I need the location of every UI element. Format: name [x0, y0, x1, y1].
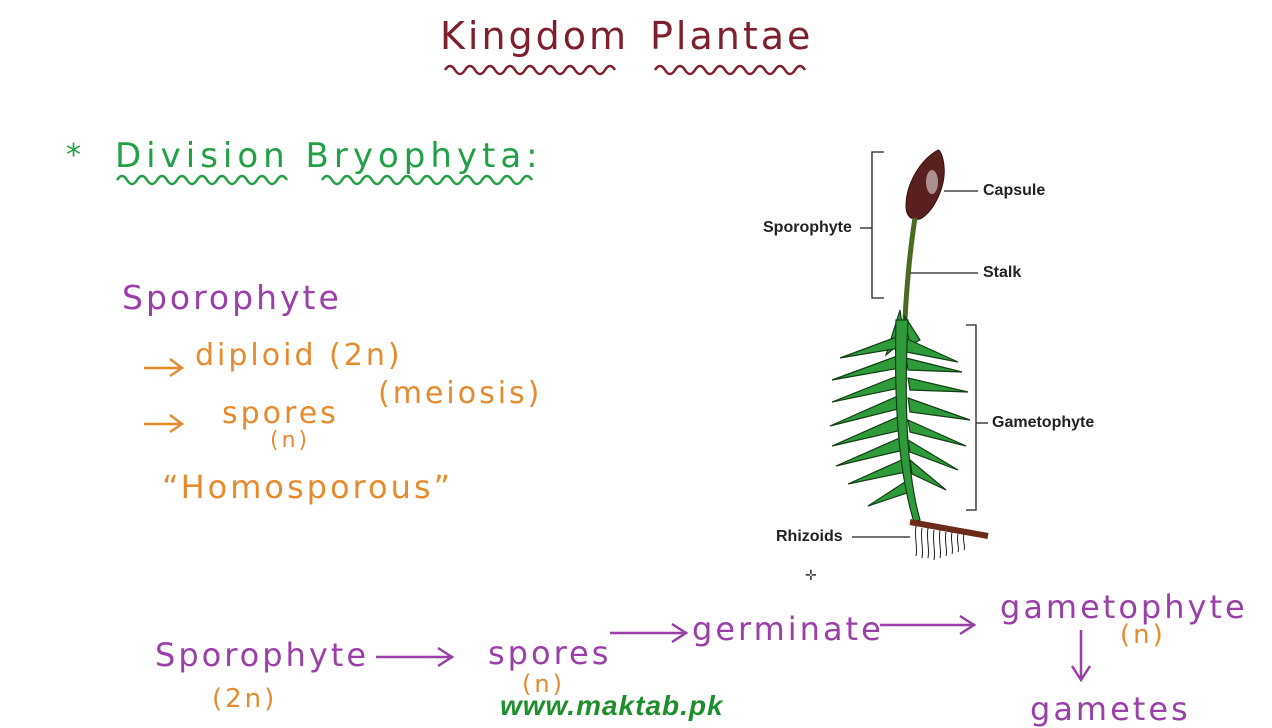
moss-diagram	[829, 149, 989, 561]
rhizome	[909, 519, 989, 539]
cycle-sporophyte: Sporophyte	[155, 636, 369, 674]
cycle-spores: spores	[488, 634, 612, 672]
note-spores: spores	[222, 396, 339, 431]
note-homosporous: “Homosporous”	[162, 468, 454, 506]
cycle-arrow-2	[610, 622, 689, 644]
capsule-shape	[905, 149, 945, 220]
rhizoids-shape	[914, 525, 966, 561]
cycle-gametophyte: gametophyte	[1000, 588, 1248, 626]
cycle-gametophyte-ploidy: (n)	[1120, 620, 1166, 650]
cycle-germinate: germinate	[692, 610, 884, 648]
label-gametophyte: Gametophyte	[992, 414, 1095, 431]
heading-underline	[115, 174, 534, 186]
cycle-arrow-down	[1070, 630, 1092, 683]
title-word-kingdom: Kingdom	[440, 14, 630, 58]
cursor-icon: ✛	[805, 568, 817, 584]
note-arrow-1	[144, 358, 185, 378]
label-sporophyte: Sporophyte	[763, 219, 852, 236]
cycle-spores-ploidy: (n)	[522, 670, 565, 698]
note-arrow-2	[144, 414, 185, 434]
note-diploid: diploid (2n)	[195, 338, 403, 373]
cycle-sporophyte-ploidy: (2n)	[212, 684, 278, 714]
cycle-arrow-1	[376, 646, 455, 668]
label-stalk: Stalk	[983, 264, 1022, 281]
title-word-plantae: Plantae	[650, 14, 814, 58]
watermark: www.maktab.pk	[500, 690, 724, 721]
label-capsule: Capsule	[983, 182, 1046, 199]
note-meiosis: (meiosis)	[378, 376, 543, 411]
note-spores-ploidy: (n)	[270, 428, 311, 453]
sporophyte-bracket	[871, 151, 884, 299]
cycle-gametes: gametes	[1030, 690, 1191, 728]
title-underline	[443, 64, 807, 76]
cycle-arrow-3	[880, 614, 977, 636]
gametophyte-leaves	[829, 309, 971, 523]
label-rhizoids: Rhizoids	[776, 528, 843, 545]
heading-star: *	[66, 138, 86, 173]
heading-division-bryophyta: Division Bryophyta:	[115, 136, 543, 176]
gametophyte-bracket	[966, 324, 977, 511]
note-sporophyte: Sporophyte	[122, 278, 342, 317]
